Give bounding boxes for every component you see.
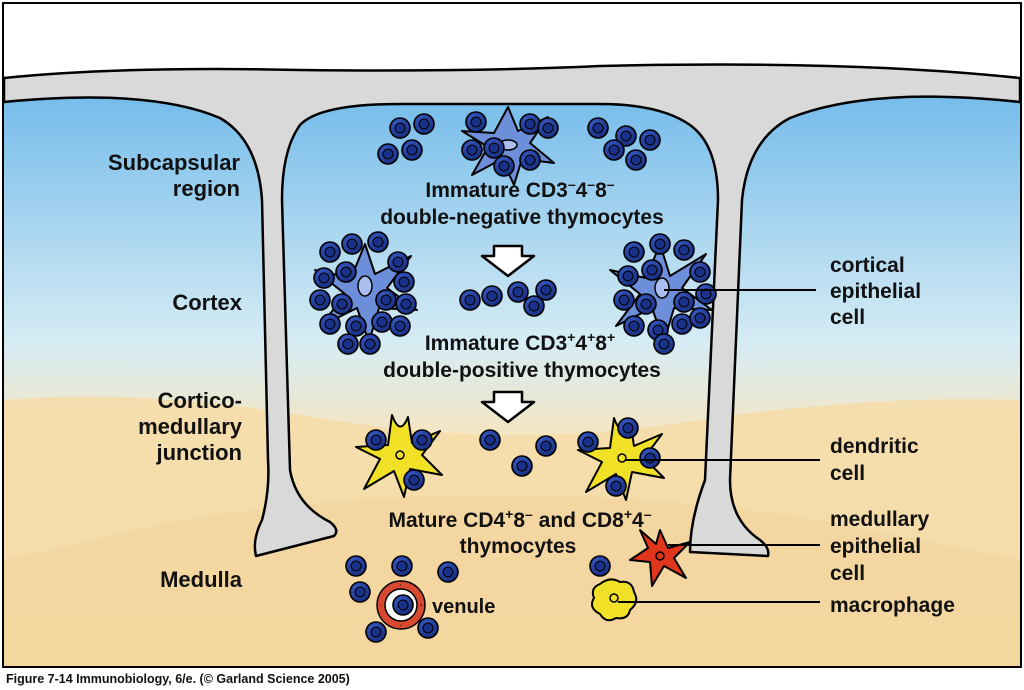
label-cortical-line1: cortical <box>830 254 905 277</box>
label-cortex: Cortex <box>172 290 242 315</box>
label-double-positive-line2: double-positive thymocytes <box>383 359 661 382</box>
arrow-dp-to-mature <box>480 390 536 424</box>
label-dendritic-line1: dendritic <box>830 435 919 458</box>
label-cortical-line3: cell <box>830 306 865 329</box>
label-double-negative-line2: double-negative thymocytes <box>380 206 664 229</box>
arrow-dn-to-dp <box>480 244 536 278</box>
macrophage <box>591 578 638 622</box>
leader-lines <box>618 289 820 603</box>
label-subcapsular-line1: Subcapsular <box>108 150 240 175</box>
label-macrophage: macrophage <box>830 594 955 617</box>
label-subcapsular-line2: region <box>173 176 240 201</box>
label-medullary-line1: medullary <box>830 508 930 531</box>
label-medullary-line2: epithelial <box>830 535 921 558</box>
label-dendritic-line2: cell <box>830 462 865 485</box>
label-mature-line2: thymocytes <box>460 535 577 558</box>
venule <box>376 580 426 630</box>
figure-caption: Figure 7-14 Immunobiology, 6/e. (© Garla… <box>6 672 350 686</box>
capsule <box>2 63 1022 558</box>
label-double-positive-line1: Immature CD3+4+8+ <box>425 329 615 355</box>
medullary-epithelial-cell <box>629 529 691 587</box>
label-venule: venule <box>432 596 495 618</box>
label-medullary-line3: cell <box>830 562 865 585</box>
label-cortico-line1: Cortico- <box>158 388 242 413</box>
label-cortical-line2: epithelial <box>830 280 921 303</box>
label-cortico-line2: medullary <box>138 414 243 439</box>
label-mature-line1: Mature CD4+8– and CD8+4– <box>388 506 651 532</box>
label-medulla: Medulla <box>160 567 243 592</box>
label-double-negative-line1: Immature CD3–4–8– <box>425 176 614 202</box>
cortical-epithelial-cell-right <box>609 243 713 343</box>
label-cortico-line3: junction <box>155 440 242 465</box>
